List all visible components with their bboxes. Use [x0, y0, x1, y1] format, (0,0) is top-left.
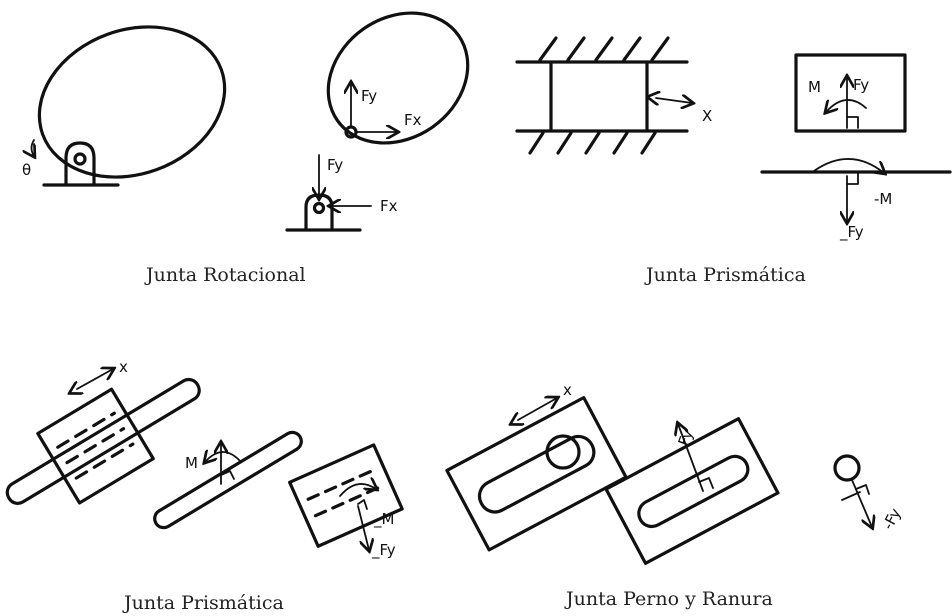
moment-arrow — [826, 99, 867, 112]
theta-label: θ — [22, 161, 31, 179]
slide-direction-arrow — [656, 98, 692, 103]
right-angle-mark — [855, 484, 870, 495]
right-angle-mark — [357, 499, 368, 510]
link-body — [37, 25, 227, 179]
reaction-moment-arrow — [339, 484, 376, 497]
pin-slot-assembled: x — [445, 381, 628, 552]
minus-m-label: -M — [874, 190, 892, 208]
slide-direction-arrow — [518, 398, 557, 420]
reaction-fx-label: Fx — [380, 197, 398, 215]
rod — [153, 430, 303, 530]
slot — [477, 434, 596, 514]
right-angle-mark — [846, 172, 859, 185]
caption-prismatic-bottom: Junta Prismática — [124, 592, 284, 614]
slide-direction-arrow — [77, 369, 113, 389]
moment-arrow — [205, 452, 242, 462]
pin — [312, 201, 326, 215]
minus-m-label: _M — [373, 510, 394, 529]
slider-block — [36, 387, 155, 505]
tick-mark — [841, 491, 861, 501]
revolute-joint-assembled: θ — [22, 25, 227, 187]
hidden-rod-line — [65, 427, 126, 465]
revolute-joint-exploded: Fy Fx Fy Fx — [285, 11, 470, 232]
minus-fy-label: _Fy — [371, 541, 396, 560]
minus-fy-label: _Fy — [839, 223, 864, 242]
hidden-rod-line — [306, 467, 378, 501]
lower-hatching — [528, 131, 657, 155]
caption-revolute: Junta Rotacional — [146, 264, 306, 286]
pin-bracket — [64, 141, 96, 186]
right-angle-mark — [220, 470, 235, 480]
right-angle-mark — [698, 477, 714, 489]
hidden-rod-line — [74, 442, 135, 480]
fx-label: Fx — [404, 111, 422, 129]
m-label: M — [808, 78, 821, 96]
x-label: X — [702, 107, 712, 125]
rod — [5, 377, 201, 505]
caption-prismatic-top: Junta Prismática — [646, 264, 806, 286]
fy-label: Fy — [675, 427, 697, 448]
reaction-fy-arrow — [357, 505, 369, 550]
pin — [833, 454, 861, 482]
fy-label: Fy — [853, 76, 869, 94]
fy-label: Fy — [361, 87, 377, 105]
hidden-rod-line — [56, 411, 116, 449]
link-pin-hole — [344, 125, 358, 139]
pin — [545, 434, 581, 470]
minus-fy-label: -Fy — [879, 505, 905, 533]
reaction-moment-arrow — [813, 158, 884, 173]
slot — [637, 454, 750, 529]
x-label: x — [119, 358, 128, 376]
slotted-plate — [445, 396, 628, 552]
upper-hatching — [538, 36, 670, 62]
fy-arrow — [678, 424, 704, 492]
slotted-plate — [604, 417, 780, 565]
reaction-fy-label: Fy — [327, 156, 343, 174]
prismatic-joint-assembled: X — [515, 36, 712, 155]
m-label: M — [185, 454, 198, 472]
slider-block — [794, 53, 907, 133]
pin — [73, 152, 87, 166]
pin-slot-exploded: Fy -Fy — [604, 417, 905, 565]
caption-pin-slot: Junta Perno y Ranura — [566, 588, 773, 610]
rotation-arrow — [32, 139, 35, 156]
slider-block — [288, 443, 404, 548]
prismatic-joint-exploded: Fy M -M _Fy — [760, 53, 952, 242]
prismatic-rod-assembled: x — [5, 358, 201, 505]
x-label: x — [563, 381, 572, 399]
prismatic-rod-exploded: M _M _Fy — [153, 430, 404, 560]
link-body — [326, 11, 470, 145]
reaction-fy-arrow — [851, 479, 872, 527]
right-angle-mark — [846, 116, 859, 129]
